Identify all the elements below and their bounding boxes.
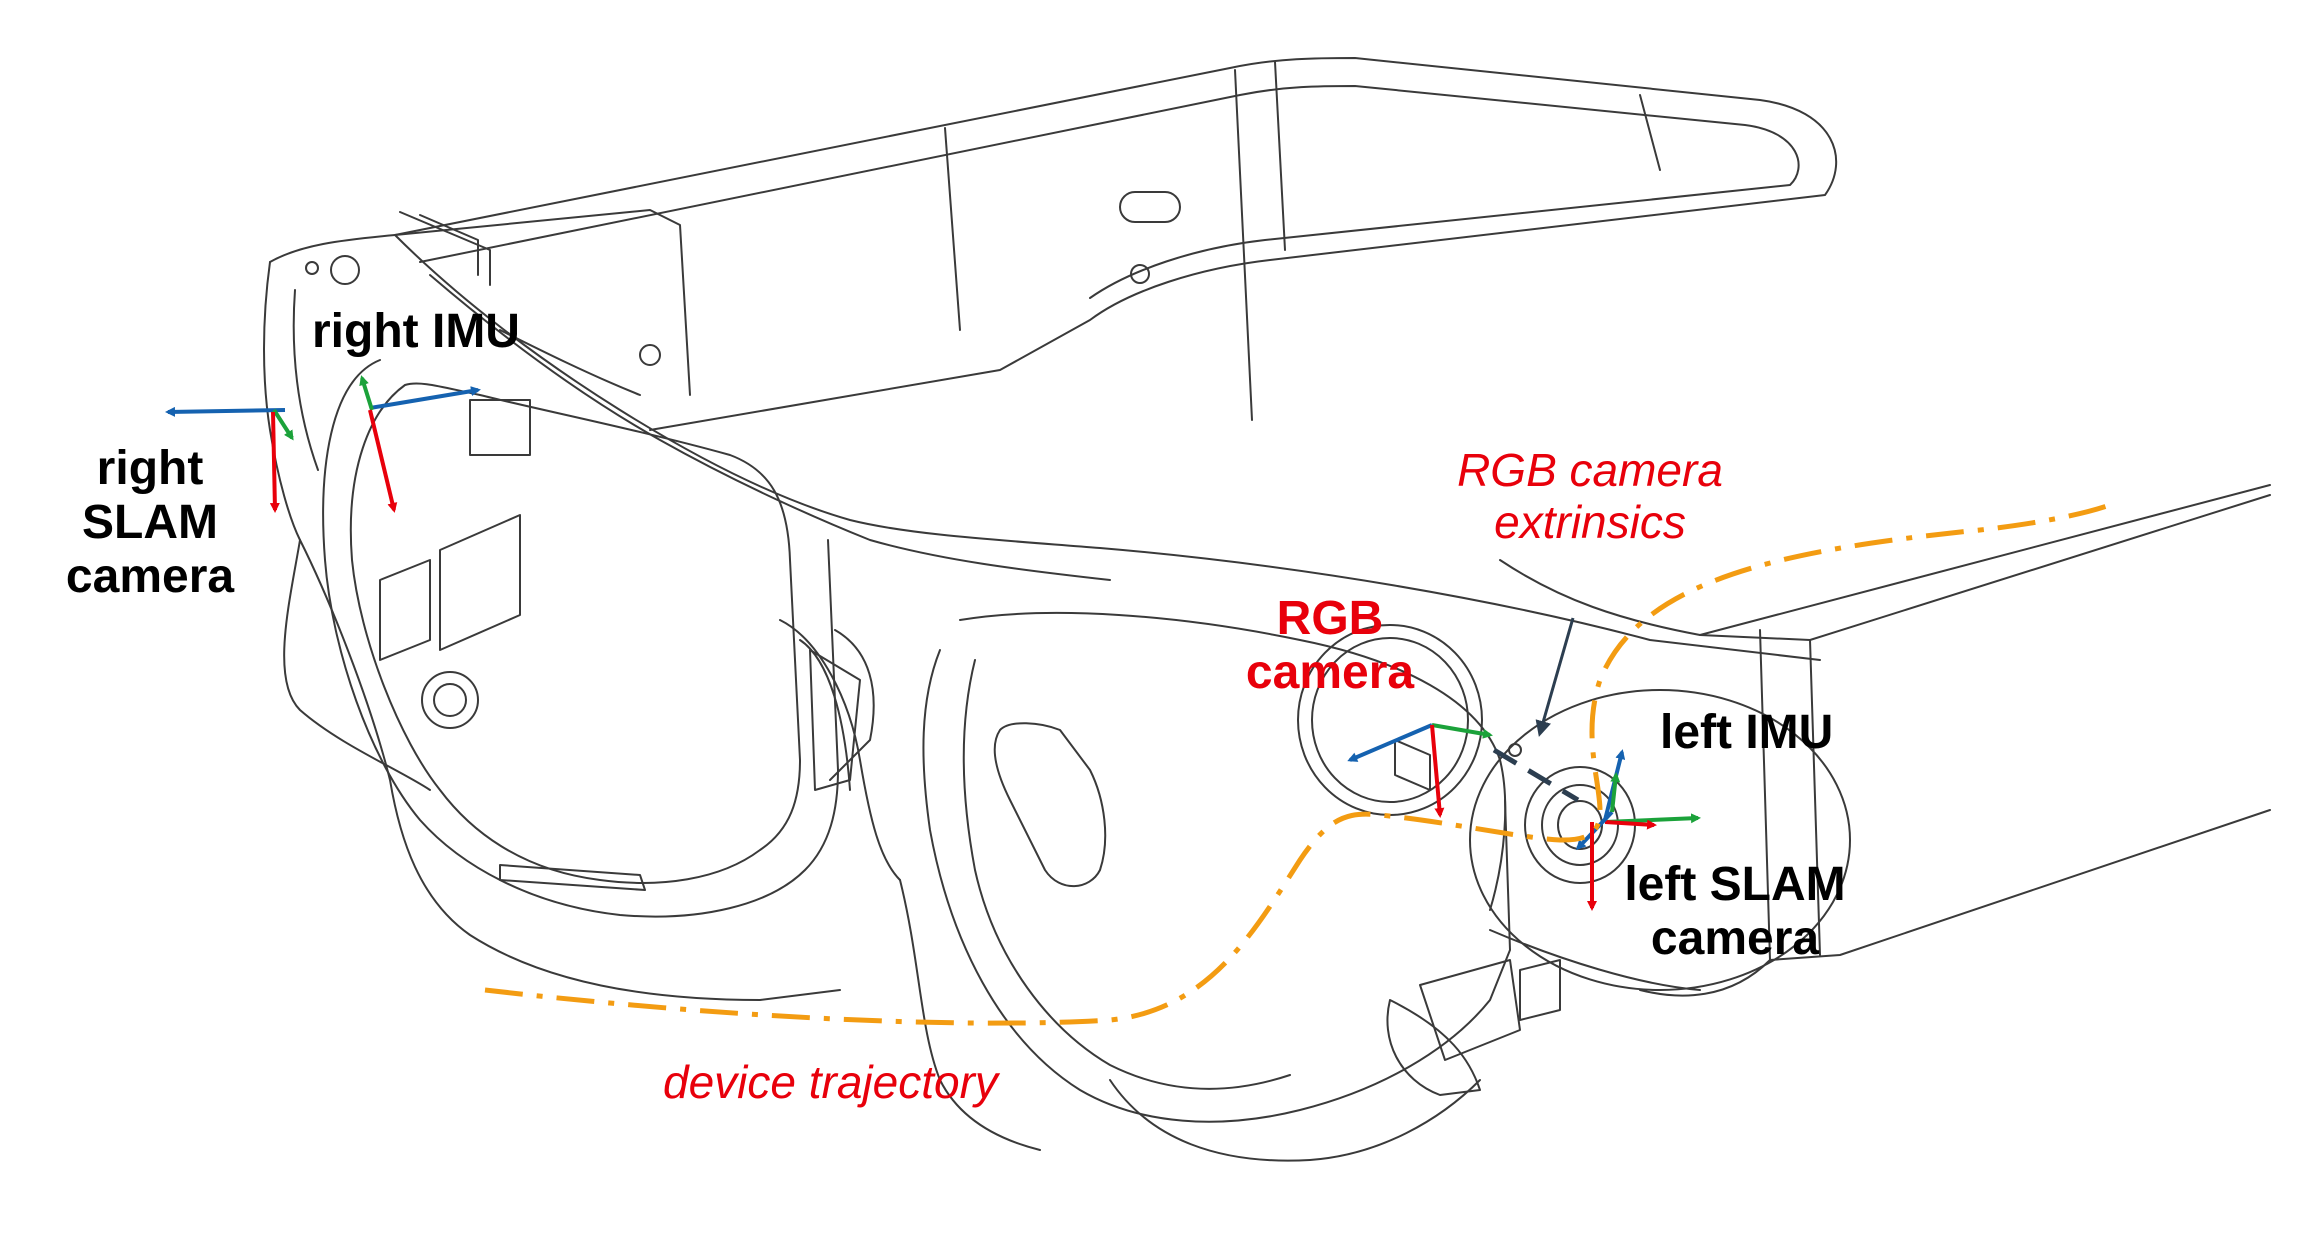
left-slam-y-axis	[1610, 772, 1621, 813]
rgb-extrinsics-line-1: RGB camera	[1457, 444, 1723, 496]
right-imu-label: right IMU	[312, 305, 520, 358]
right-slam-label-line-2: SLAM	[82, 495, 218, 549]
right-imu-z-axis	[369, 386, 481, 410]
left-slam-label-line-2: camera	[1650, 911, 1820, 965]
nose-bridge	[779, 619, 1041, 1151]
right-hinge	[269, 209, 691, 661]
rgb-camera-z-axis	[1347, 723, 1433, 762]
right-slam-x-axis	[269, 411, 280, 513]
left-slam-z-axis	[1575, 810, 1614, 851]
device-trajectory-path	[484, 502, 2111, 1026]
extrinsics-link	[1492, 747, 1580, 803]
right-slam-y-axis	[272, 408, 294, 441]
front-brow	[394, 234, 1821, 661]
rgb-camera-label-line-2: camera	[1245, 645, 1415, 699]
rgb-camera-label-line-1: RGB	[1276, 592, 1384, 645]
left-imu-x-axis	[1604, 819, 1657, 830]
rgb-camera-x-axis	[1430, 724, 1445, 818]
right-slam-label-line-3: camera	[65, 549, 235, 603]
right-slam-camera-label: right SLAM camera	[65, 442, 235, 603]
right-slam-label-line-1: right	[96, 442, 204, 495]
left-temple-arm	[1489, 484, 2271, 1021]
rgb-camera-label: RGB camera	[1230, 592, 1430, 700]
rgb-extrinsics-label: RGB camera extrinsics	[1430, 444, 1750, 548]
right-temple-arm	[394, 57, 1838, 431]
left-imu-label: left IMU	[1660, 706, 1834, 759]
device-trajectory-label: device trajectory	[663, 1056, 998, 1108]
rgb-extrinsics-line-2: extrinsics	[1494, 495, 1686, 548]
left-imu-frame	[1603, 749, 1701, 830]
left-lens-frame	[922, 611, 1521, 1162]
right-imu-y-axis	[359, 375, 374, 411]
right-imu-frame	[359, 375, 481, 513]
left-slam-label-line-1: left SLAM	[1624, 858, 1846, 911]
rgb-camera-frame	[1347, 723, 1493, 818]
right-lens-frame	[263, 261, 841, 1001]
left-slam-camera-label: left SLAM camera	[1610, 858, 1860, 966]
left-slam-frame	[1575, 772, 1621, 911]
glasses-outline	[263, 57, 2271, 1162]
extrinsics-pointer	[1535, 617, 1575, 737]
right-imu-x-axis	[368, 409, 398, 513]
rgb-camera-y-axis	[1431, 723, 1493, 739]
right-slam-frame	[165, 406, 294, 513]
right-slam-z-axis	[165, 406, 286, 417]
